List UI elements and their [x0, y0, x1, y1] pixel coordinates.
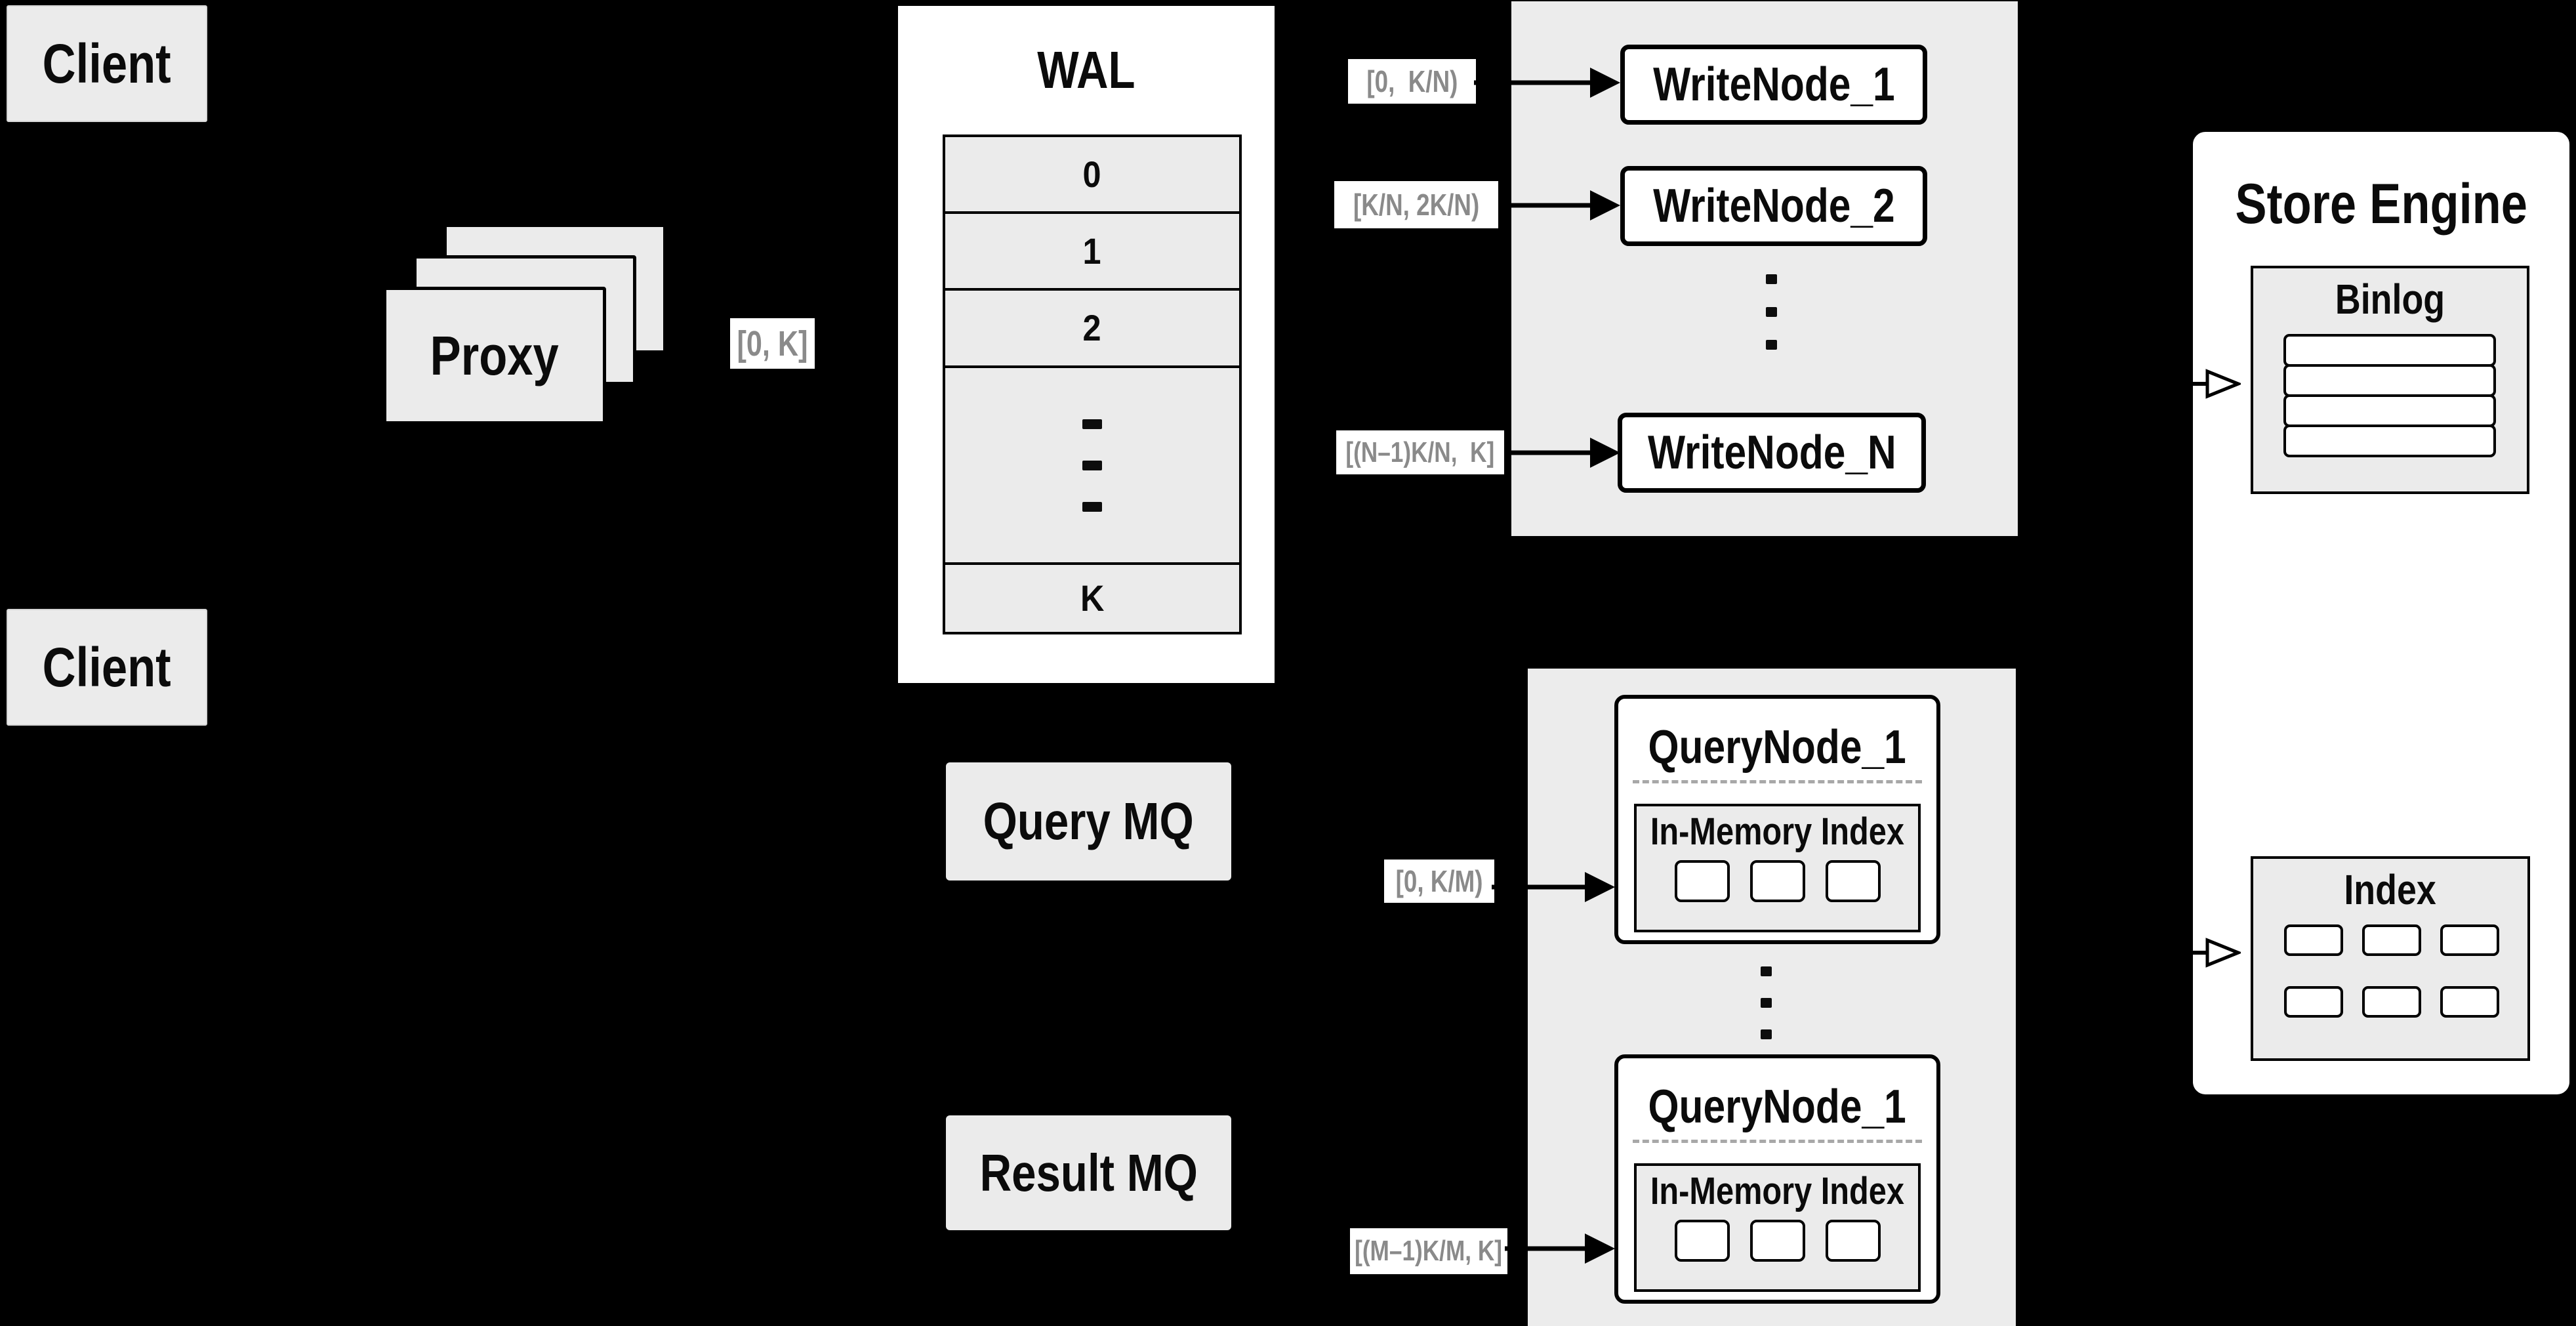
binlog-panel: Binlog: [2251, 266, 2529, 494]
client-top-label: Client: [42, 33, 172, 94]
wal-segment-k: K: [1080, 577, 1105, 619]
range-label-querynode-m-text: [(M–1)K/M, K]: [1355, 1235, 1503, 1267]
writenode-1-label: WriteNode_1: [1652, 58, 1895, 111]
index-cell: [2362, 986, 2421, 1018]
index-cell: [2284, 924, 2343, 956]
wal-segment-row-k: K: [945, 565, 1239, 632]
binlog-row: [2283, 364, 2496, 397]
range-label-writenode-1: [0, K/N): [1348, 59, 1476, 104]
proxy-label: Proxy: [430, 325, 560, 386]
wal-segment-1: 1: [1082, 230, 1102, 272]
wal-title-text: WAL: [1037, 41, 1135, 99]
ellipsis-dot: [1766, 340, 1777, 350]
writenode-n-box: WriteNode_N: [1618, 413, 1926, 493]
range-label-writenode-2: [K/N, 2K/N): [1334, 181, 1498, 228]
client-bottom-label: Client: [42, 636, 172, 698]
client-bottom-box: Client: [7, 609, 207, 726]
range-label-proxy-wal-text: [0, K]: [737, 323, 808, 363]
index-title: Index: [2253, 859, 2527, 921]
segment-cell: [1825, 860, 1881, 902]
writenode-ellipsis: [1766, 274, 1777, 350]
binlog-row: [2283, 394, 2496, 427]
client-top-box: Client: [7, 5, 207, 122]
wal-table: 0 1 2 K: [943, 135, 1242, 634]
wal-segment-row-1: 1: [945, 214, 1239, 291]
writenode-2-label: WriteNode_2: [1652, 180, 1895, 232]
in-memory-index-title-bottom: In-Memory Index: [1637, 1166, 1918, 1217]
store-engine-title: Store Engine: [2193, 161, 2569, 247]
result-mq-label: Result MQ: [979, 1143, 1198, 1202]
wal-box: WAL 0 1 2 K: [895, 3, 1277, 686]
wal-segment-0: 0: [1082, 153, 1102, 195]
wal-segment-row-0: 0: [945, 137, 1239, 214]
querynode-top-box: QueryNode_1 In-Memory Index: [1614, 695, 1940, 944]
range-label-writenode-n-text: [(N–1)K/N, K]: [1345, 436, 1495, 468]
ellipsis-dot: [1082, 419, 1102, 429]
wal-segment-2: 2: [1082, 307, 1102, 348]
store-engine-title-text: Store Engine: [2235, 173, 2527, 236]
dashed-divider: [1633, 780, 1922, 783]
index-cell: [2440, 924, 2499, 956]
range-label-writenode-1-text: [0, K/N): [1366, 64, 1458, 98]
querynode-bottom-title-text: QueryNode_1: [1648, 1081, 1907, 1133]
writenode-1-box: WriteNode_1: [1620, 45, 1927, 125]
segment-cell: [1674, 1220, 1730, 1262]
writenode-2-box: WriteNode_2: [1620, 166, 1927, 246]
ellipsis-dot: [1761, 998, 1772, 1008]
index-cells: [2284, 924, 2499, 1018]
ellipsis-dot: [1766, 307, 1777, 317]
range-label-writenode-2-text: [K/N, 2K/N): [1353, 188, 1480, 222]
range-label-querynode-1-text: [0, K/M): [1395, 864, 1483, 898]
segment-cells: [1637, 1220, 1918, 1262]
segment-cell: [1825, 1220, 1881, 1262]
ellipsis-dot: [1082, 460, 1102, 470]
index-title-text: Index: [2344, 866, 2437, 913]
binlog-rows: [2283, 334, 2496, 457]
query-mq-box: Query MQ: [946, 762, 1231, 881]
in-memory-index-panel-top: In-Memory Index: [1634, 804, 1921, 932]
segment-cells: [1637, 860, 1918, 902]
ellipsis-dot: [1761, 966, 1772, 976]
index-panel: Index: [2251, 856, 2530, 1061]
in-memory-index-title-top: In-Memory Index: [1637, 806, 1918, 858]
ellipsis-dot: [1082, 501, 1102, 512]
dashed-divider: [1633, 1140, 1922, 1143]
in-memory-index-title-bottom-text: In-Memory Index: [1650, 1170, 1905, 1212]
proxy-box-front: Proxy: [383, 287, 606, 425]
query-mq-label: Query MQ: [983, 792, 1195, 850]
range-label-querynode-1: [0, K/M): [1384, 860, 1494, 903]
querynode-ellipsis: [1761, 966, 1772, 1039]
writenode-n-label: WriteNode_N: [1647, 426, 1896, 479]
querynode-top-title: QueryNode_1: [1618, 712, 1936, 783]
index-cell: [2362, 924, 2421, 956]
index-cell: [2440, 986, 2499, 1018]
range-label-querynode-m: [(M–1)K/M, K]: [1350, 1228, 1507, 1274]
segment-cell: [1749, 860, 1805, 902]
binlog-row: [2283, 334, 2496, 367]
range-label-writenode-n: [(N–1)K/N, K]: [1336, 430, 1504, 474]
result-mq-box: Result MQ: [946, 1115, 1231, 1230]
wal-segment-row-2: 2: [945, 291, 1239, 368]
segment-cell: [1674, 860, 1730, 902]
store-engine-box: Store Engine Binlog Index: [2190, 129, 2573, 1098]
binlog-title: Binlog: [2253, 268, 2527, 330]
querynode-bottom-title: QueryNode_1: [1618, 1071, 1936, 1142]
binlog-title-text: Binlog: [2335, 276, 2445, 323]
range-label-proxy-wal: [0, K]: [730, 318, 815, 369]
binlog-row: [2283, 425, 2496, 457]
wal-ellipsis: [945, 368, 1239, 565]
in-memory-index-panel-bottom: In-Memory Index: [1634, 1163, 1921, 1292]
ellipsis-dot: [1766, 274, 1777, 284]
querynode-bottom-box: QueryNode_1 In-Memory Index: [1614, 1054, 1940, 1304]
ellipsis-dot: [1761, 1029, 1772, 1039]
querynode-top-title-text: QueryNode_1: [1648, 721, 1907, 774]
index-cell: [2284, 986, 2343, 1018]
in-memory-index-title-top-text: In-Memory Index: [1650, 810, 1905, 853]
segment-cell: [1749, 1220, 1805, 1262]
wal-title: WAL: [898, 24, 1275, 116]
